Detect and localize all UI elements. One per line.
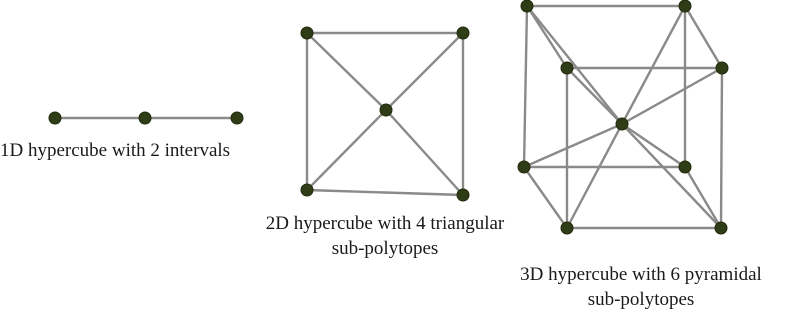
caption-3d-line-1: 3D hypercube with 6 pyramidal [520, 264, 762, 285]
caption-3d-hypercube: 3D hypercube with 6 pyramidal sub-polyto… [495, 262, 787, 312]
edge-3d-bbr-fbr [683, 165, 723, 230]
caption-2d-line-1: 2D hypercube with 4 triangular [265, 213, 505, 234]
vertex-3d-btl [520, 0, 534, 13]
edge-3d-c-fbl [565, 122, 624, 230]
edge-3d-c-fbr [620, 122, 723, 230]
vertex-2d-tr [456, 26, 470, 40]
edge-3d-c-bbl [522, 122, 624, 169]
caption-2d-hypercube: 2D hypercube with 4 triangular sub-polyt… [225, 211, 545, 261]
edge-3d-ftr-fbr [719, 66, 724, 230]
edge-3d-btl-ftl [525, 4, 569, 70]
edge-2d-c-tr [384, 31, 465, 112]
vertex-1d-m [138, 111, 152, 125]
vertex-1d-a [48, 111, 62, 125]
diagram-vertices [48, 0, 729, 235]
edge-2d-c-tl [305, 31, 388, 112]
vertex-3d-c [615, 117, 629, 131]
diagram-edges [53, 4, 724, 230]
edge-3d-c-ftr [620, 66, 724, 126]
edge-2d-br-bl [305, 188, 465, 197]
vertex-2d-br [456, 188, 470, 202]
edge-3d-c-btl [525, 4, 624, 126]
vertex-3d-ftl [560, 61, 574, 75]
caption-1d-line: 1D hypercube with 2 intervals [0, 140, 231, 161]
edge-2d-c-bl [305, 108, 388, 192]
vertex-2d-c [379, 103, 393, 117]
vertex-2d-tl [300, 26, 314, 40]
vertex-3d-bbr [678, 160, 692, 174]
edge-3d-bbl-btl [522, 4, 529, 169]
caption-3d-line-2: sub-polytopes [587, 289, 695, 310]
edge-3d-c-bbr [620, 122, 687, 169]
edge-3d-c-ftl [565, 66, 624, 126]
edge-2d-c-br [384, 108, 465, 197]
vertex-3d-fbl [560, 221, 574, 235]
edge-3d-bbl-fbl [522, 165, 569, 230]
vertex-2d-bl [300, 183, 314, 197]
edge-3d-btr-ftr [683, 4, 724, 70]
edge-3d-c-btr [620, 4, 687, 126]
vertex-3d-ftr [715, 61, 729, 75]
caption-2d-line-2: sub-polytopes [331, 238, 439, 259]
vertex-3d-btr [678, 0, 692, 13]
vertex-1d-b [230, 111, 244, 125]
vertex-3d-fbr [714, 221, 728, 235]
caption-1d-hypercube: 1D hypercube with 2 intervals [0, 138, 300, 163]
vertex-3d-bbl [517, 160, 531, 174]
